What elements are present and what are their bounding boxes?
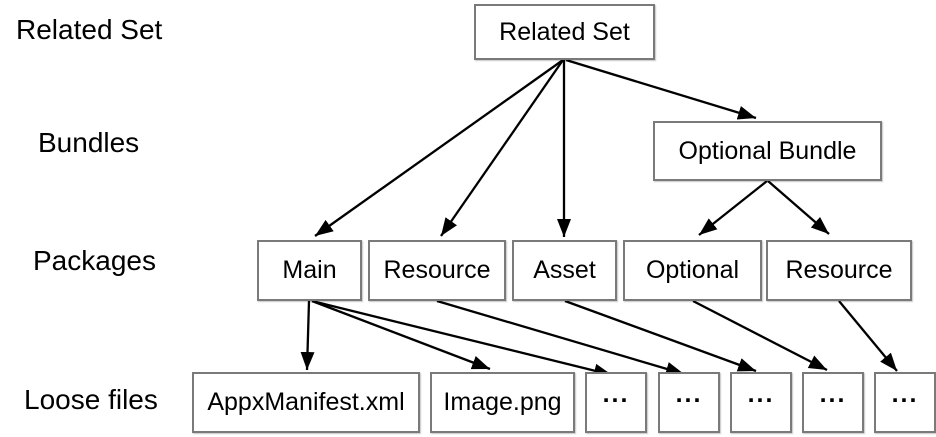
edge-main-to-appxmanifest — [300, 300, 315, 371]
edge-resource-2-to-dots-5 — [838, 300, 898, 372]
edge-related-set-to-optional-bundle — [565, 58, 757, 120]
node-package-optional-label: Optional — [645, 256, 740, 284]
node-loose-dots-5-label: ... — [891, 379, 919, 408]
node-package-main-label: Main — [282, 256, 337, 284]
node-package-asset-label: Asset — [533, 256, 596, 284]
node-loose-dots-5: ... — [874, 372, 936, 433]
node-loose-imagepng: Image.png — [430, 372, 575, 433]
edge-related-set-to-main — [314, 59, 564, 237]
node-loose-dots-2-label: ... — [675, 379, 703, 408]
node-loose-dots-3: ... — [730, 372, 792, 433]
node-package-main: Main — [257, 240, 362, 301]
node-package-optional: Optional — [623, 240, 762, 301]
node-package-resource-2-label: Resource — [785, 256, 893, 284]
edge-optional-to-dots-4 — [692, 299, 828, 372]
edge-main-to-dots-1 — [311, 299, 613, 378]
row-label-bundles: Bundles — [38, 127, 140, 158]
node-loose-dots-2: ... — [658, 372, 720, 433]
node-package-resource-2: Resource — [766, 240, 912, 301]
row-label-packages: Packages — [33, 245, 156, 276]
edge-related-set-to-resource-1 — [440, 59, 564, 237]
node-loose-dots-1: ... — [585, 372, 647, 433]
node-loose-appxmanifest-label: AppxManifest.xml — [207, 388, 405, 416]
node-optional-bundle: Optional Bundle — [653, 121, 882, 181]
edge-optional-bundle-to-resource-2 — [767, 180, 830, 235]
node-loose-dots-4-label: ... — [819, 379, 847, 408]
node-related-set: Related Set — [474, 4, 655, 60]
node-package-asset: Asset — [512, 240, 617, 301]
node-loose-appxmanifest: AppxManifest.xml — [192, 372, 420, 433]
node-loose-imagepng-label: Image.png — [443, 388, 562, 416]
node-loose-dots-3-label: ... — [747, 379, 775, 408]
edge-asset-to-dots-3 — [564, 299, 757, 373]
node-optional-bundle-label: Optional Bundle — [678, 136, 857, 165]
edge-optional-bundle-to-optional — [698, 180, 768, 236]
node-loose-dots-4: ... — [802, 372, 864, 433]
edge-resource-1-to-dots-2 — [436, 299, 685, 376]
edge-main-to-imagepng — [311, 299, 491, 371]
row-label-loose-files: Loose files — [24, 384, 158, 415]
node-package-resource-1: Resource — [368, 240, 506, 301]
node-related-set-label: Related Set — [499, 17, 630, 46]
node-loose-dots-1-label: ... — [602, 379, 630, 408]
row-label-related-set: Related Set — [16, 14, 163, 45]
node-package-resource-1-label: Resource — [383, 256, 491, 284]
